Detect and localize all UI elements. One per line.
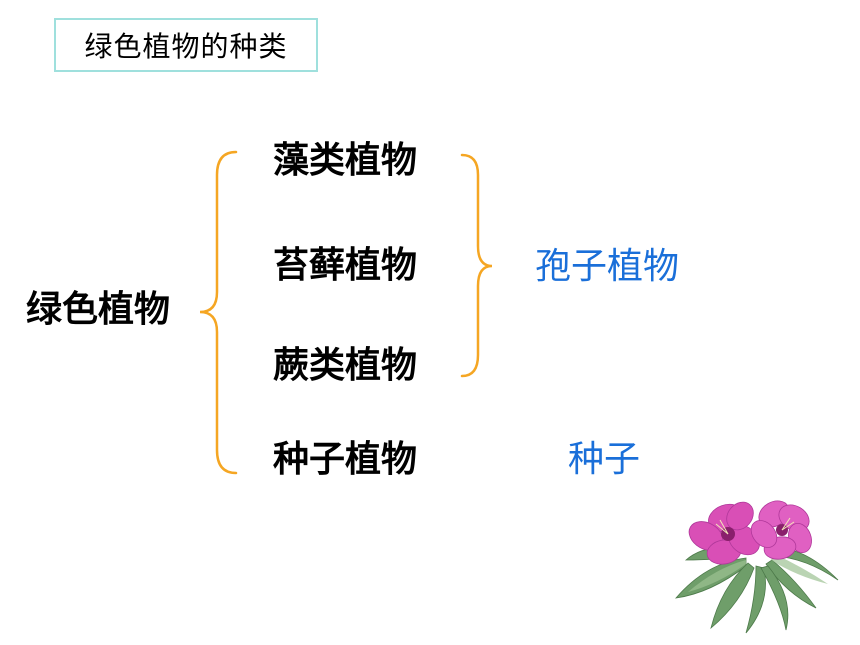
branch-seed-plants: 种子植物 [273,439,418,480]
spore-plants-label: 孢子植物 [535,246,680,287]
branch-fern: 蕨类植物 [273,345,418,386]
left-brace [199,150,238,475]
slide-title: 绿色植物的种类 [54,18,318,72]
root-label: 绿色植物 [26,289,171,330]
flower-illustration [675,500,839,634]
seed-label: 种子 [568,439,641,480]
branch-moss: 苔藓植物 [273,245,418,286]
branch-algae: 藻类植物 [273,140,418,181]
right-brace [460,153,493,378]
